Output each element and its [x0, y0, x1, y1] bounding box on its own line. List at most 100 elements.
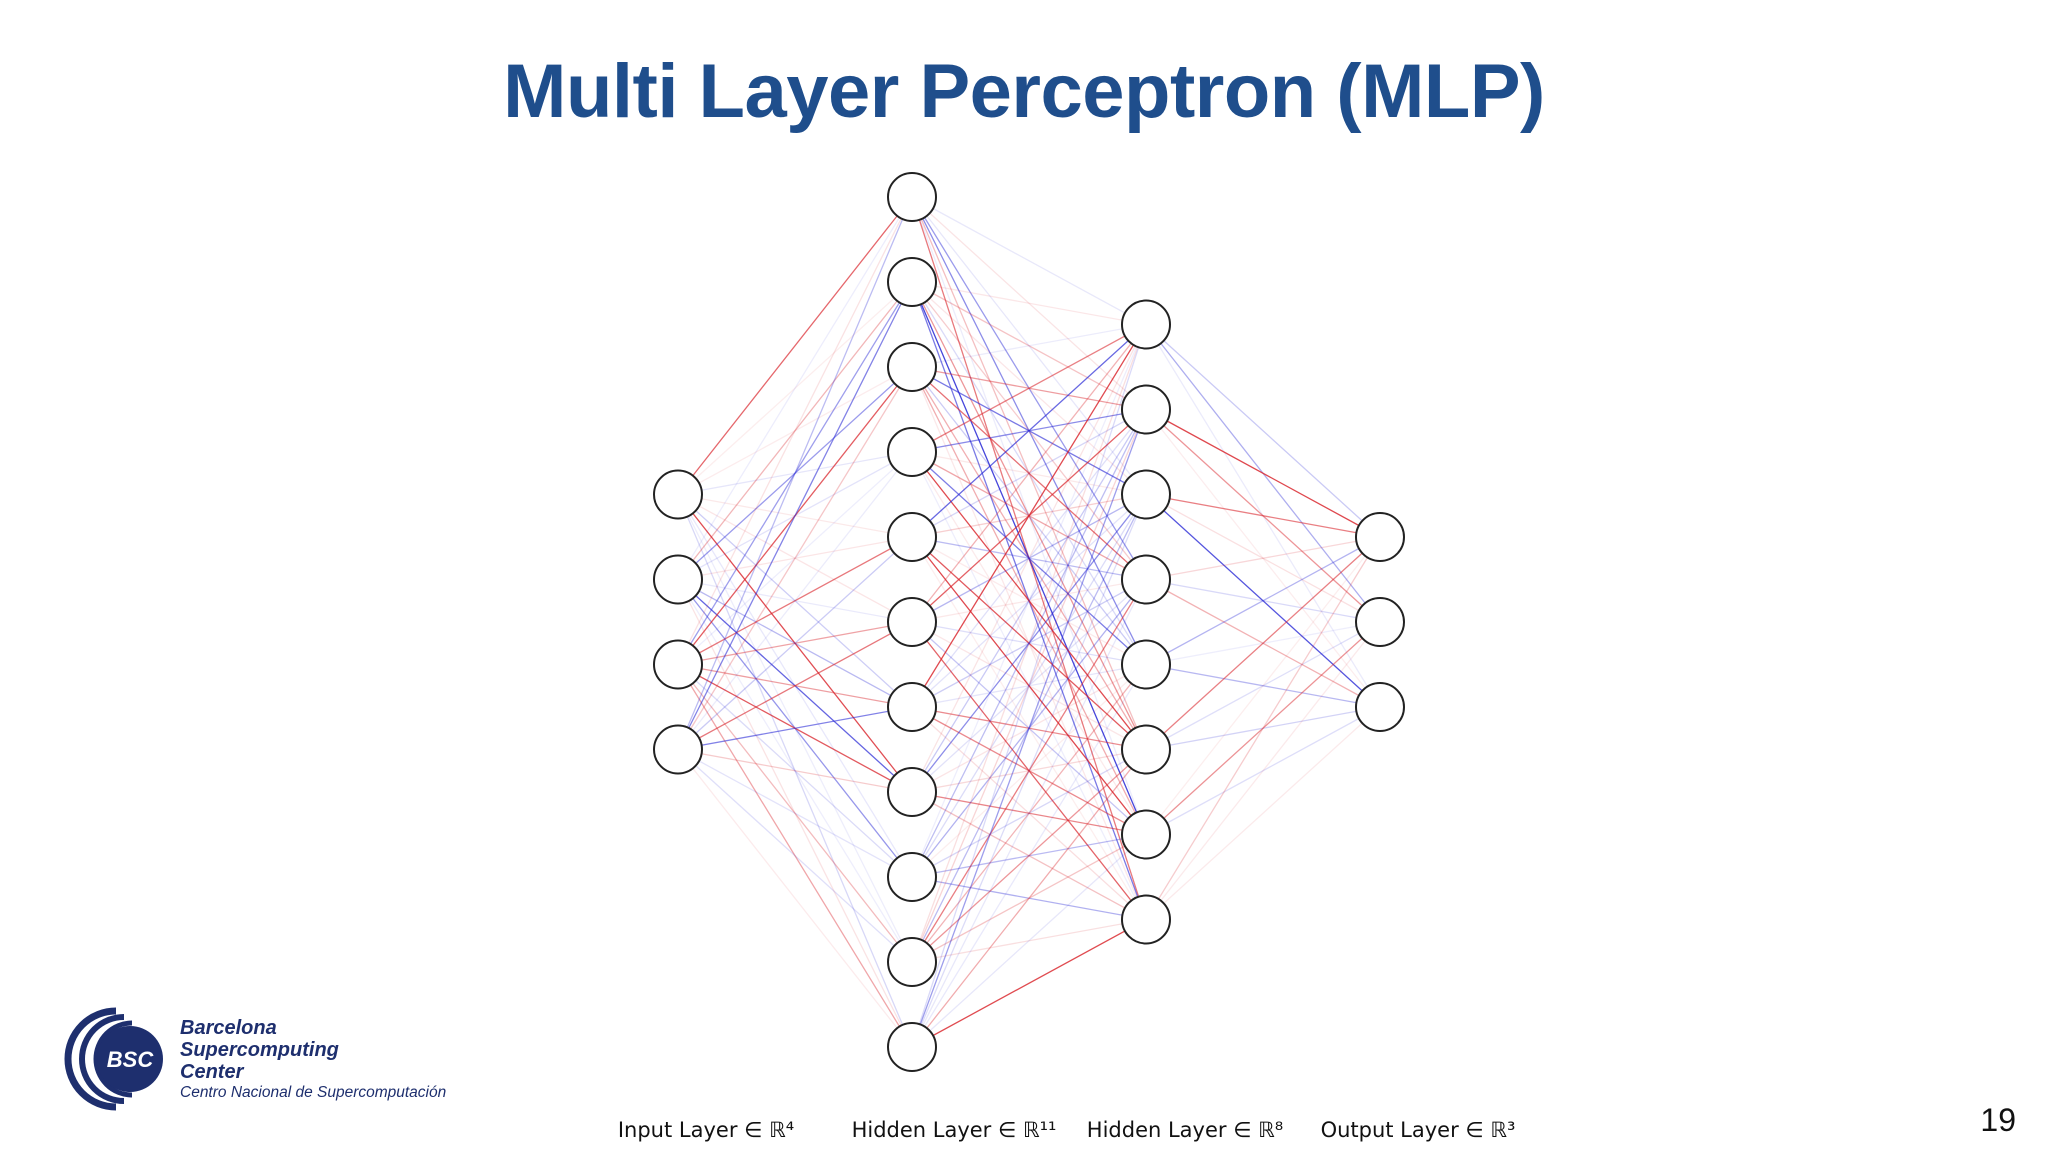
edge-l1-n3-to-n2 [911, 451, 1147, 496]
edge-l0-n2-to-n5 [677, 621, 913, 666]
edge-l2-n7-to-n0 [1145, 536, 1381, 920]
edge-l1-n6-to-n0 [911, 324, 1147, 708]
edge-l2-n5-to-n2 [1145, 706, 1381, 751]
node-layer2-6 [1121, 809, 1171, 860]
node-layer2-4 [1121, 639, 1171, 690]
edge-l2-n4-to-n2 [1145, 663, 1381, 708]
edge-l1-n8-to-n2 [911, 494, 1147, 878]
node-layer1-5 [887, 597, 937, 647]
node-layer1-2 [887, 342, 937, 392]
node-layer1-1 [887, 257, 937, 307]
node-layer2-7 [1121, 894, 1171, 945]
edge-l1-n9-to-n2 [911, 494, 1147, 963]
edge-l0-n1-to-n2 [677, 366, 913, 580]
edge-l1-n9-to-n6 [911, 833, 1147, 963]
edge-l1-n7-to-n2 [911, 494, 1147, 793]
edge-l0-n3-to-n1 [677, 281, 913, 750]
edge-l1-n10-to-n4 [911, 664, 1147, 1048]
edge-l2-n6-to-n1 [1145, 621, 1381, 835]
edge-l1-n5-to-n2 [911, 493, 1147, 623]
bsc-logo-mark: BSC [64, 1007, 163, 1111]
edge-l1-n9-to-n7 [911, 918, 1147, 963]
edge-l0-n3-to-n6 [677, 706, 913, 751]
edge-l2-n1-to-n2 [1145, 409, 1381, 708]
layer-label-hidden-1: Hidden Layer ∈ ℝ¹¹ [851, 1118, 1057, 1142]
edge-l0-n2-to-n9 [677, 664, 913, 963]
logo-line-3: Center [180, 1061, 244, 1083]
edge-l1-n8-to-n0 [911, 324, 1147, 878]
node-layer3-1 [1355, 597, 1405, 647]
edge-l0-n1-to-n10 [677, 579, 913, 1048]
node-layer0-1 [653, 554, 703, 605]
edge-l0-n0-to-n10 [677, 494, 913, 1048]
edge-l0-n2-to-n8 [677, 664, 913, 878]
node-layer1-7 [887, 767, 937, 817]
logo-line-1: Barcelona [180, 1017, 277, 1039]
edge-l1-n7-to-n4 [911, 663, 1147, 793]
edge-l1-n1-to-n0 [911, 281, 1147, 326]
edge-l1-n9-to-n5 [911, 749, 1147, 963]
node-layer1-3 [887, 427, 937, 477]
edge-l1-n6-to-n5 [911, 706, 1147, 751]
edge-l2-n2-to-n2 [1145, 494, 1381, 708]
edge-l1-n4-to-n1 [911, 408, 1147, 538]
edge-l1-n3-to-n4 [911, 451, 1147, 665]
edge-l1-n6-to-n2 [911, 494, 1147, 708]
bsc-logo-text: Barcelona Supercomputing Center Centro N… [180, 1017, 446, 1103]
edge-l0-n0-to-n3 [677, 451, 913, 496]
edge-l2-n1-to-n0 [1145, 408, 1381, 538]
node-layer2-2 [1121, 469, 1171, 520]
network-nodes [653, 172, 1405, 1072]
logo-line-2: Supercomputing [180, 1039, 339, 1061]
edge-l1-n6-to-n1 [911, 409, 1147, 708]
edge-l0-n3-to-n10 [677, 749, 913, 1048]
layer-label-input: Input Layer ∈ ℝ⁴ [617, 1118, 795, 1142]
edge-l1-n7-to-n3 [911, 579, 1147, 793]
edge-l0-n3-to-n2 [677, 366, 913, 750]
edge-l1-n7-to-n1 [911, 409, 1147, 793]
edge-l0-n1-to-n4 [677, 536, 913, 581]
layer-labels: Input Layer ∈ ℝ⁴ Hidden Layer ∈ ℝ¹¹ Hidd… [0, 1118, 2048, 1148]
edge-l0-n2-to-n0 [677, 196, 913, 665]
edge-l1-n10-to-n6 [911, 834, 1147, 1048]
edge-l1-n9-to-n1 [911, 409, 1147, 963]
edge-l2-n7-to-n2 [1145, 706, 1381, 920]
edge-l0-n0-to-n0 [677, 196, 913, 495]
edge-l2-n7-to-n1 [1145, 621, 1381, 920]
edge-l1-n10-to-n7 [911, 918, 1147, 1048]
edge-l2-n0-to-n0 [1145, 324, 1381, 538]
edge-l0-n3-to-n5 [677, 621, 913, 751]
edge-l0-n0-to-n2 [677, 366, 913, 496]
edge-l0-n3-to-n7 [677, 748, 913, 793]
edge-l0-n3-to-n8 [677, 748, 913, 878]
edge-l0-n3-to-n0 [677, 196, 913, 750]
edge-l2-n2-to-n1 [1145, 493, 1381, 623]
node-layer3-2 [1355, 682, 1405, 732]
edge-l1-n10-to-n3 [911, 579, 1147, 1048]
edge-l1-n3-to-n0 [911, 323, 1147, 453]
node-layer1-0 [887, 172, 937, 222]
node-layer0-2 [653, 639, 703, 690]
edge-l1-n7-to-n7 [911, 791, 1147, 921]
node-layer2-5 [1121, 724, 1171, 775]
edge-l1-n5-to-n0 [911, 324, 1147, 623]
edge-l0-n3-to-n9 [677, 749, 913, 963]
bsc-logo: BSC Barcelona Supercomputing Center Cent… [54, 1005, 474, 1115]
edge-l1-n7-to-n6 [911, 791, 1147, 836]
edge-l1-n2-to-n0 [911, 323, 1147, 368]
node-layer3-0 [1355, 512, 1405, 562]
edge-l1-n8-to-n6 [911, 833, 1147, 878]
node-layer0-0 [653, 469, 703, 520]
edge-l2-n5-to-n1 [1145, 621, 1381, 751]
edge-l0-n0-to-n7 [677, 494, 913, 793]
edge-l2-n2-to-n0 [1145, 493, 1381, 538]
edge-l1-n9-to-n4 [911, 664, 1147, 963]
edge-l1-n10-to-n5 [911, 749, 1147, 1048]
node-layer1-8 [887, 852, 937, 902]
edge-l2-n3-to-n0 [1145, 536, 1381, 581]
edge-l1-n9-to-n3 [911, 579, 1147, 963]
network-edges [677, 196, 1381, 1048]
edge-l1-n8-to-n5 [911, 748, 1147, 878]
edge-l1-n10-to-n1 [911, 409, 1147, 1048]
